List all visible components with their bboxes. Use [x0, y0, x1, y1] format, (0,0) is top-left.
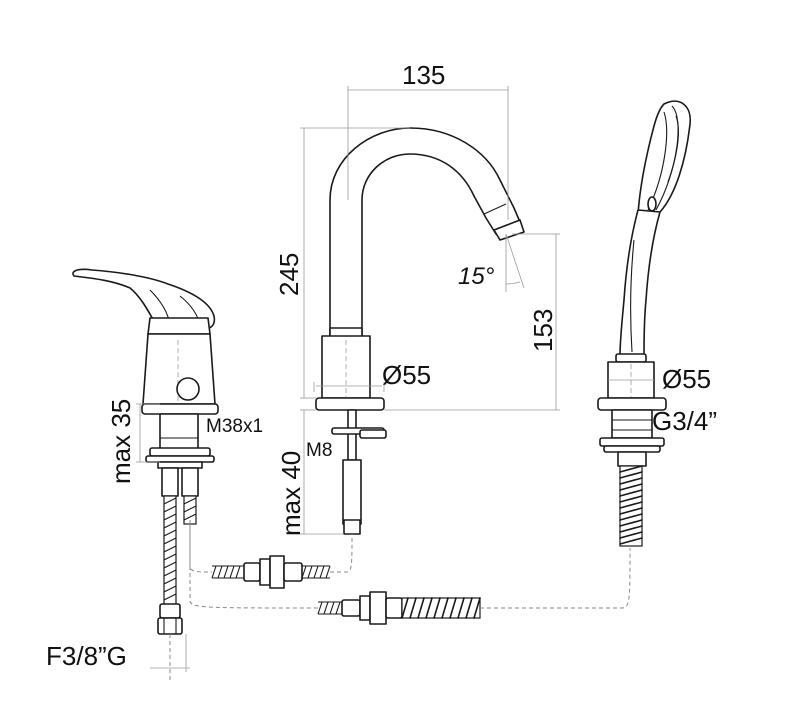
label-spout-max-deck: max 40 — [276, 451, 306, 536]
mixer-body — [72, 268, 219, 469]
hand-shower — [597, 100, 691, 547]
label-spout-angle: 15° — [458, 263, 495, 290]
spout-body — [315, 127, 525, 535]
label-spout-reach: 135 — [402, 60, 445, 90]
hose-routing-lines — [169, 520, 631, 680]
label-mixer-thread: M38x1 — [206, 416, 263, 437]
mixer-supply-hoses — [157, 467, 199, 635]
label-spout-stud: M8 — [306, 440, 332, 461]
label-supply-connection: F3/8”G — [46, 641, 127, 671]
shower-connector — [317, 591, 481, 625]
spout-connector — [211, 555, 331, 589]
spout-tube — [329, 127, 521, 341]
label-outlet-height: 153 — [528, 309, 558, 352]
mixer-stud — [159, 413, 199, 453]
label-shower-thread: G3/4” — [652, 406, 717, 436]
label-mixer-max-deck: max 35 — [106, 399, 136, 484]
mixer-knob — [176, 377, 200, 401]
label-spout-height: 245 — [274, 253, 304, 296]
mixer-lever — [72, 268, 216, 330]
dimension-lines — [136, 86, 654, 672]
label-spout-diameter: Ø55 — [382, 360, 431, 390]
label-shower-diameter: Ø55 — [662, 364, 711, 394]
